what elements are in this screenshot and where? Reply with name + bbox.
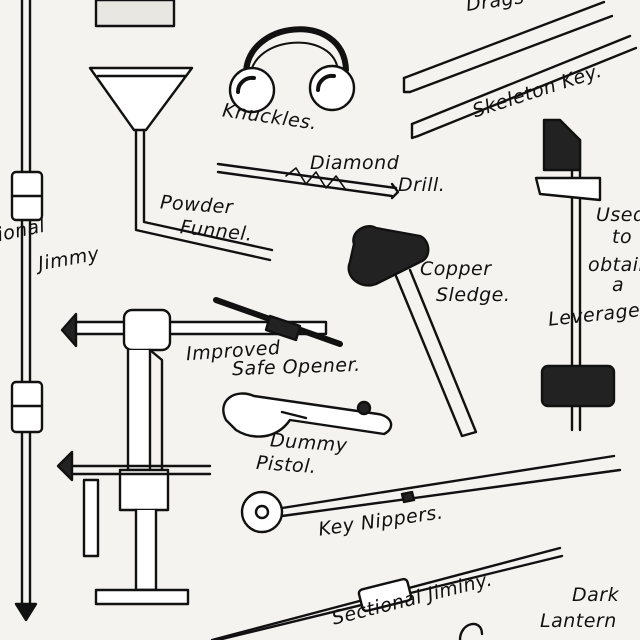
label-a: a	[612, 274, 625, 296]
key-nippers	[240, 454, 622, 534]
sectional-jiminy-rod	[210, 546, 564, 640]
dummy-pistol	[222, 392, 393, 438]
label-pistol: Pistol.	[255, 451, 318, 479]
block	[94, 0, 176, 28]
label-dummy: Dummy	[269, 429, 349, 457]
label-copper: Copper	[420, 258, 492, 280]
skeleton-keys	[402, 0, 638, 140]
label-powder: Powder	[159, 191, 234, 219]
improved-safe-opener	[56, 297, 343, 606]
leverage-tool	[534, 118, 616, 432]
label-obtain: obtain	[588, 254, 640, 276]
label-dark: Dark	[572, 584, 620, 606]
lantern-ring	[458, 622, 484, 640]
sectional-jimmy-rod	[10, 0, 44, 622]
label-diamond: Diamond	[310, 152, 400, 174]
label-safe-opener: Safe Opener.	[231, 353, 361, 381]
copper-sledge	[347, 225, 478, 438]
label-drill: Drill.	[398, 174, 446, 196]
label-lantern: Lantern	[540, 610, 617, 632]
label-used: Used	[596, 204, 640, 226]
label-to: to	[612, 226, 633, 248]
diamond-drill	[216, 162, 400, 200]
knuckles	[228, 26, 356, 114]
label-sledge: Sledge.	[436, 284, 511, 306]
powder-funnel	[88, 66, 274, 262]
